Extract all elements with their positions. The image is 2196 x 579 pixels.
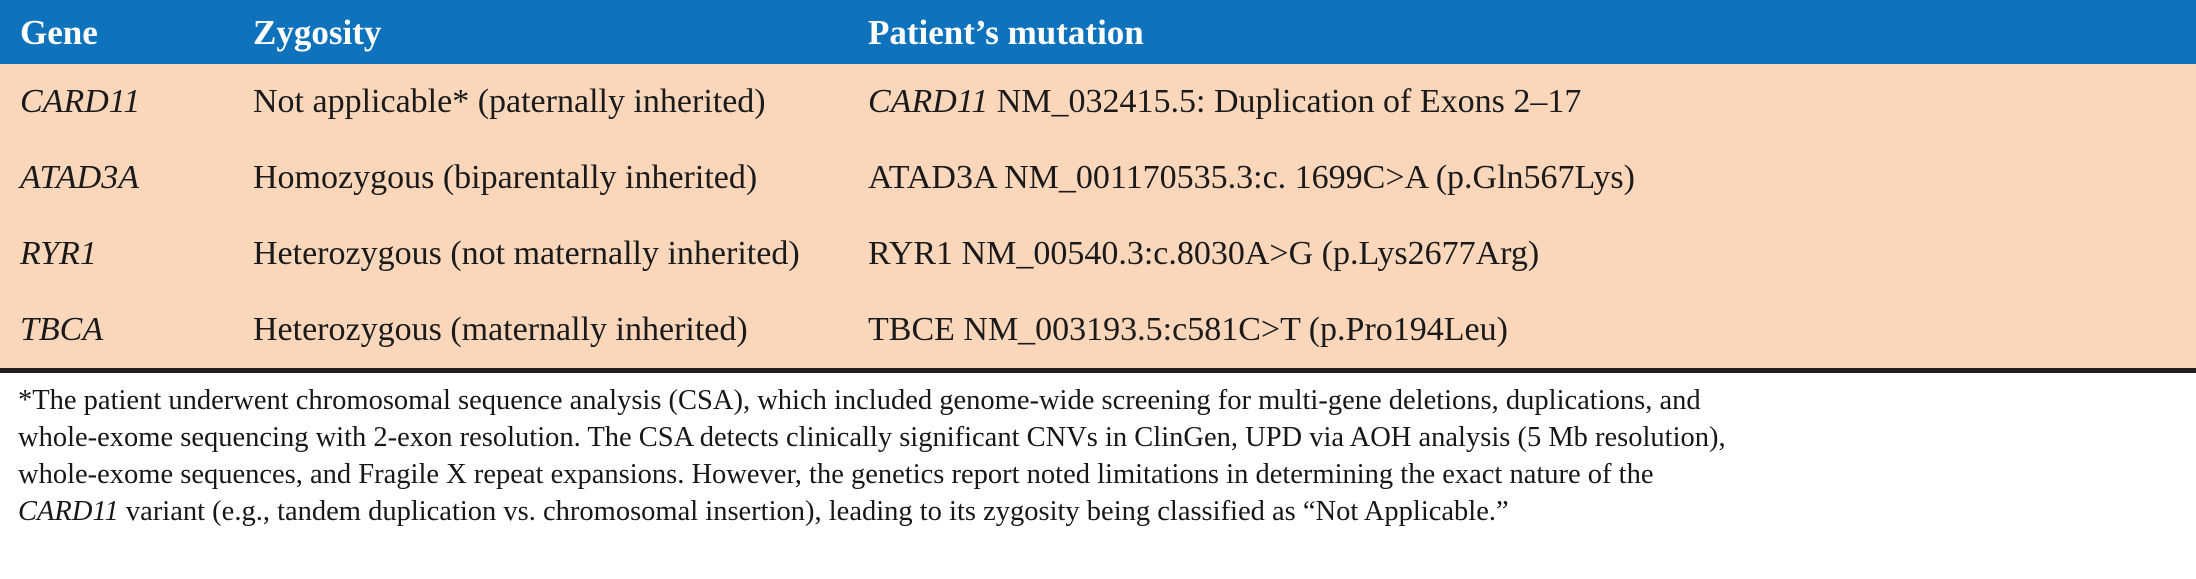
mutation-value: CARD11 NM_032415.5: Duplication of Exons… — [868, 82, 2196, 121]
cell-mutation: CARD11 NM_032415.5: Duplication of Exons… — [868, 64, 2196, 140]
cell-zygosity: Not applicable* (paternally inherited) — [228, 64, 868, 140]
mutation-value: TBCE NM_003193.5:c581C>T (p.Pro194Leu) — [868, 310, 2196, 349]
footnote-gene-name: CARD11 — [18, 496, 119, 528]
table-footnote: *The patient underwent chromosomal seque… — [0, 373, 2196, 530]
mutation-value: RYR1 NM_00540.3:c.8030A>G (p.Lys2677Arg) — [868, 234, 2196, 273]
cell-gene: CARD11 — [0, 64, 228, 140]
column-header-gene-label: Gene — [20, 12, 98, 52]
column-header-patients-mutation: Patient’s mutation — [868, 0, 2196, 64]
mutation-gene-name: CARD11 — [868, 83, 989, 121]
gene-name: RYR1 — [20, 235, 97, 273]
gene-name: CARD11 — [20, 83, 141, 121]
cell-gene: TBCA — [0, 292, 228, 368]
zygosity-value: Homozygous (biparentally inherited) — [253, 159, 758, 197]
table-body: CARD11 Not applicable* (paternally inher… — [0, 64, 2196, 368]
table-row: CARD11 Not applicable* (paternally inher… — [0, 64, 2196, 140]
zygosity-value: Not applicable* (paternally inherited) — [253, 83, 766, 121]
cell-zygosity: Homozygous (biparentally inherited) — [228, 140, 868, 216]
cell-gene: RYR1 — [0, 216, 228, 292]
mutation-detail: ATAD3A NM_001170535.3:c. 1699C>A (p.Gln5… — [868, 159, 1635, 197]
footnote-line-1: *The patient underwent chromosomal seque… — [18, 385, 1701, 416]
zygosity-value: Heterozygous (maternally inherited) — [253, 311, 748, 349]
zygosity-value: Heterozygous (not maternally inherited) — [253, 235, 800, 273]
footnote-line-4-rest: variant (e.g., tandem duplication vs. ch… — [118, 496, 1509, 528]
cell-mutation: TBCE NM_003193.5:c581C>T (p.Pro194Leu) — [868, 292, 2196, 368]
table-bottom-rule — [0, 368, 2196, 373]
column-header-patients-mutation-label: Patient’s mutation — [868, 12, 1144, 52]
footnote-line-4: CARD11 variant (e.g., tandem duplication… — [18, 493, 2176, 530]
cell-gene: ATAD3A — [0, 140, 228, 216]
table-row: TBCA Heterozygous (maternally inherited)… — [0, 292, 2196, 368]
table-header: Gene Zygosity Patient’s mutation — [0, 0, 2196, 64]
mutation-detail: RYR1 NM_00540.3:c.8030A>G (p.Lys2677Arg) — [868, 235, 1540, 273]
mutation-detail: TBCE NM_003193.5:c581C>T (p.Pro194Leu) — [868, 311, 1508, 349]
gene-mutation-table: Gene Zygosity Patient’s mutation CARD11 … — [0, 0, 2196, 368]
cell-zygosity: Heterozygous (not maternally inherited) — [228, 216, 868, 292]
column-header-zygosity: Zygosity — [228, 0, 868, 64]
mutation-detail: NM_032415.5: Duplication of Exons 2–17 — [988, 83, 1582, 121]
cell-mutation: RYR1 NM_00540.3:c.8030A>G (p.Lys2677Arg) — [868, 216, 2196, 292]
column-header-zygosity-label: Zygosity — [253, 12, 382, 52]
cell-zygosity: Heterozygous (maternally inherited) — [228, 292, 868, 368]
gene-name: TBCA — [20, 311, 104, 349]
table-row: RYR1 Heterozygous (not maternally inheri… — [0, 216, 2196, 292]
gene-name: ATAD3A — [20, 159, 139, 197]
column-header-gene: Gene — [0, 0, 228, 64]
table-row: ATAD3A Homozygous (biparentally inherite… — [0, 140, 2196, 216]
cell-mutation: ATAD3A NM_001170535.3:c. 1699C>A (p.Gln5… — [868, 140, 2196, 216]
footnote-line-2: whole-exome sequencing with 2-exon resol… — [18, 422, 1726, 454]
table-header-row: Gene Zygosity Patient’s mutation — [0, 0, 2196, 64]
footnote-line-3: whole-exome sequences, and Fragile X rep… — [18, 459, 1654, 491]
mutation-value: ATAD3A NM_001170535.3:c. 1699C>A (p.Gln5… — [868, 158, 2196, 197]
